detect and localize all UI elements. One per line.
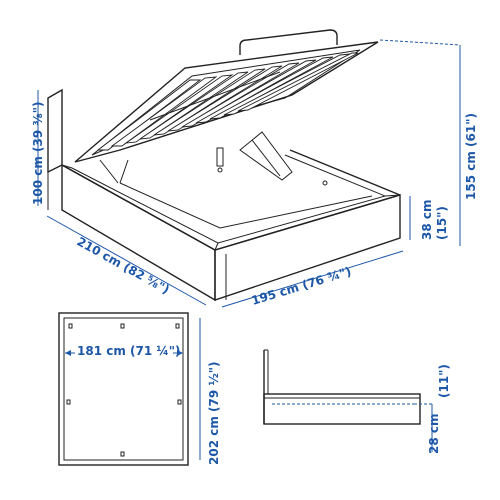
- slat-clip: [120, 451, 125, 457]
- lift-mechanism: [239, 131, 293, 181]
- mattress-width-label: 181 cm (71 ¼"): [77, 344, 181, 358]
- lift-handle: [239, 29, 338, 55]
- clearance-metric: 28 cm: [427, 414, 441, 455]
- headboard-height-label: 100 cm (39 ⅜"): [31, 101, 45, 205]
- bed-length-line: [46, 215, 207, 306]
- total-height-guide: [379, 39, 461, 46]
- arrow-left: [65, 350, 71, 356]
- slat-clip: [66, 399, 71, 405]
- mattress-length-label: 202 cm (79 ½"): [207, 361, 221, 465]
- slat: [195, 59, 317, 124]
- side-view: [263, 349, 421, 425]
- mechanism-strut: [251, 139, 281, 177]
- slat-clip: [175, 323, 180, 329]
- slats: [96, 52, 359, 151]
- side-frame: [263, 393, 421, 425]
- top-frame-inner: [63, 317, 184, 461]
- mechanism-bracket: [216, 147, 224, 167]
- side-dimensions: 28 cm (11"): [414, 364, 451, 454]
- lift-base-frame: [74, 41, 379, 163]
- total-height-label: 155 cm (61"): [464, 113, 478, 200]
- slat: [96, 79, 202, 151]
- slat-clip: [120, 323, 125, 329]
- slat: [209, 56, 334, 120]
- side-height-imperial: (15"): [435, 206, 449, 240]
- slat: [181, 62, 300, 128]
- slat-clip: [68, 323, 73, 329]
- slat: [237, 52, 359, 112]
- top-dimensions: 181 cm (71 ¼") 202 cm (79 ½"): [65, 318, 221, 465]
- clearance-imperial: (11"): [437, 364, 451, 398]
- storage-floor: [119, 182, 373, 229]
- frame-top-left: [61, 164, 401, 251]
- arrow-right: [177, 350, 183, 356]
- mechanism-bolt: [217, 167, 223, 173]
- slat: [139, 71, 249, 140]
- frame-top-right: [289, 149, 401, 196]
- frame-rear-post: [99, 159, 119, 184]
- top-view: [58, 312, 189, 466]
- slat: [153, 68, 266, 136]
- base-center-rail: [149, 71, 281, 121]
- side-height-metric: 38 cm: [420, 200, 434, 241]
- bracket-bolt: [322, 180, 328, 186]
- storage-back-edge: [119, 159, 129, 184]
- bed-width-line: [221, 250, 404, 308]
- iso-view: [47, 29, 401, 302]
- headboard: [47, 88, 63, 174]
- frame-corner-front: [214, 242, 219, 251]
- top-frame-outer: [58, 312, 189, 466]
- slat-clip: [177, 399, 182, 405]
- frame-side-front: [214, 194, 401, 301]
- frame-inner-rim: [71, 154, 387, 244]
- label-bg: [75, 343, 173, 359]
- slat: [110, 76, 218, 147]
